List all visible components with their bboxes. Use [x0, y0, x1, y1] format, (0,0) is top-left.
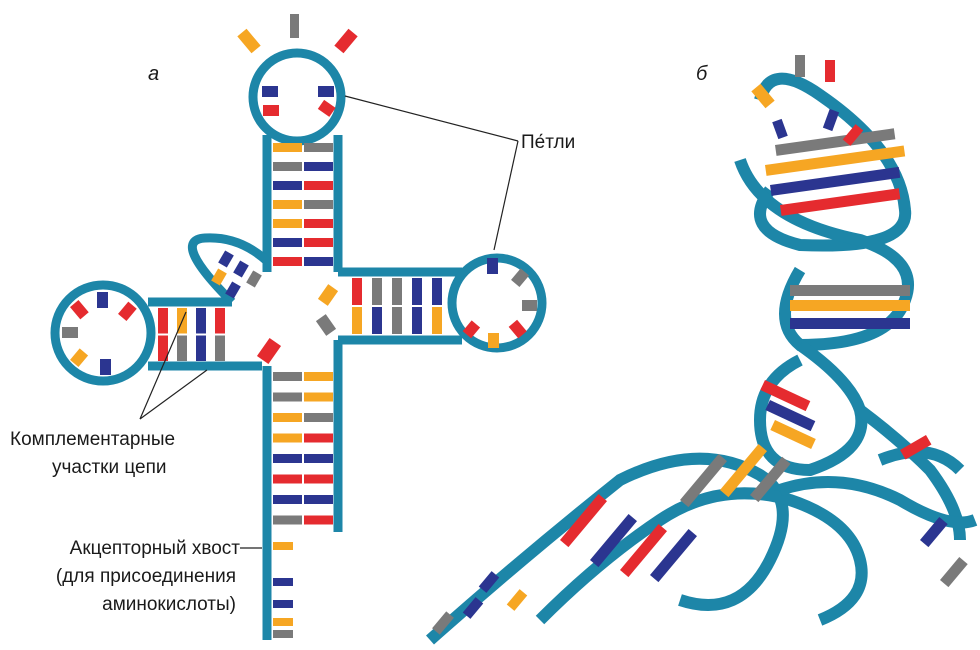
base-pair-left — [273, 238, 302, 247]
base-pair-right — [304, 200, 333, 209]
base-pair-top — [196, 308, 206, 334]
acceptor-label-line2: (для присоединения — [56, 566, 236, 587]
helix-base — [790, 285, 910, 296]
base-pair-left — [273, 495, 302, 504]
base-pair-bottom — [196, 336, 206, 362]
helix-base — [780, 188, 900, 216]
acceptor-stem — [267, 340, 338, 640]
panel-b-label: б — [696, 63, 708, 85]
base-pair-left — [273, 434, 302, 443]
base-pair-left — [273, 454, 302, 463]
complementary-label-line1: Комплементарные — [10, 429, 175, 450]
base-pair-left — [273, 393, 302, 402]
base-pair-left — [273, 516, 302, 525]
base-pair-right — [304, 454, 333, 463]
tail-base — [273, 600, 293, 608]
tail-base — [273, 542, 293, 550]
base-pair-right — [304, 434, 333, 443]
base-pair-right — [304, 143, 333, 152]
base-pair-bottom — [412, 307, 422, 334]
base-pair-left — [273, 257, 302, 266]
tail-base — [273, 578, 293, 586]
base-pair-bottom — [372, 307, 382, 334]
top-stem — [267, 135, 338, 272]
base-pair-right — [304, 257, 333, 266]
base-pair-bottom — [392, 307, 402, 334]
base-pair-top — [392, 278, 402, 305]
panel-a-label: а — [148, 63, 159, 85]
base-pair-right — [304, 393, 333, 402]
right-arm — [338, 258, 542, 348]
base-pair-top — [158, 308, 168, 334]
base-pair-left — [273, 413, 302, 422]
base-pair-top — [412, 278, 422, 305]
base-pair-right — [304, 238, 333, 247]
base-pair-left — [273, 143, 302, 152]
base-pair-right — [304, 495, 333, 504]
base-pair-left — [273, 181, 302, 190]
base-pair-top — [215, 308, 225, 334]
helix-base — [940, 557, 968, 587]
acceptor-label-line1: Акцепторный хвост — [70, 538, 241, 559]
base-pair-left — [273, 219, 302, 228]
base-pair-left — [273, 200, 302, 209]
tail-base — [273, 630, 293, 638]
base-pair-left — [273, 475, 302, 484]
base-pair-right — [304, 181, 333, 190]
base-pair-bottom — [177, 336, 187, 362]
tail-base — [273, 618, 293, 626]
base-pair-top — [352, 278, 362, 305]
base-pair-bottom — [352, 307, 362, 334]
base-pair-bottom — [215, 336, 225, 362]
base-pair-right — [304, 516, 333, 525]
base-pair-right — [304, 219, 333, 228]
base-pair-top — [372, 278, 382, 305]
base-pair-right — [304, 162, 333, 171]
base-pair-bottom — [432, 307, 442, 334]
base-pair-right — [304, 413, 333, 422]
base-pair-right — [304, 475, 333, 484]
helix-base — [790, 318, 910, 329]
base-pair-top — [432, 278, 442, 305]
base-pair-left — [273, 162, 302, 171]
helix-base — [790, 300, 910, 311]
acceptor-label-line3: аминокислоты) — [102, 594, 236, 615]
base-pair-left — [273, 372, 302, 381]
complementary-label-line2: участки цепи — [52, 457, 167, 478]
base-pair-right — [304, 372, 333, 381]
loops-label: Пе́тли — [521, 132, 575, 153]
top-loop — [237, 14, 357, 141]
